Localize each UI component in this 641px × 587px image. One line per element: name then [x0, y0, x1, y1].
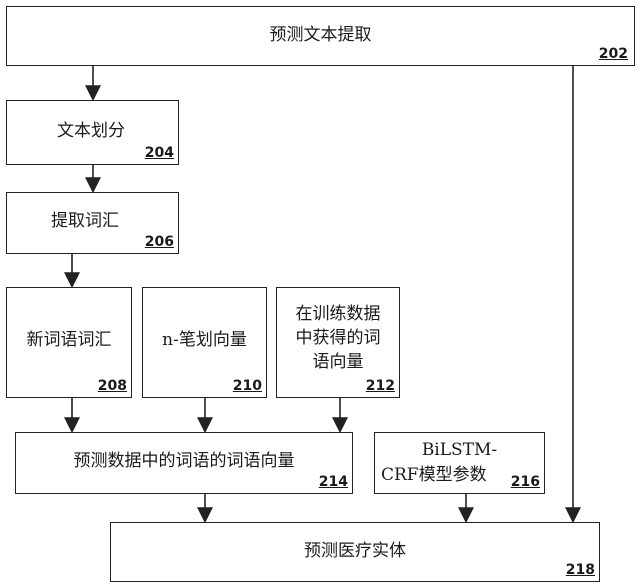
node-212-trained-word-vectors: 在训练数据 中获得的词 语向量 212: [276, 287, 400, 398]
node-208-label: 新词语词汇: [26, 330, 112, 350]
node-204-label: 文本划分: [57, 121, 125, 141]
node-216-bilstm-crf-params: BiLSTM- CRF模型参数 216: [374, 432, 545, 494]
node-210-n-stroke-vectors: n-笔划向量 210: [142, 287, 267, 398]
node-216-line-1: BiLSTM-: [421, 440, 498, 460]
node-212-ref: 212: [365, 378, 395, 394]
node-212-line-2: 中获得的词: [295, 328, 381, 348]
node-204-ref: 204: [144, 145, 174, 161]
node-214-predicted-word-vectors: 预测数据中的词语的词语向量 214: [15, 432, 353, 494]
node-216-line-2: CRF模型参数: [381, 465, 487, 485]
node-212-line-1: 在训练数据: [295, 304, 381, 324]
node-206-ref: 206: [144, 234, 174, 250]
node-202-ref: 202: [598, 46, 628, 62]
node-208-new-word-vocabulary: 新词语词汇 208: [6, 287, 132, 398]
node-210-label: n-笔划向量: [162, 330, 247, 350]
node-204-text-segmentation: 文本划分 204: [6, 100, 179, 165]
node-208-ref: 208: [97, 378, 127, 394]
node-202-label: 预测文本提取: [269, 25, 372, 45]
node-206-label: 提取词汇: [51, 211, 119, 231]
node-214-ref: 214: [318, 474, 348, 490]
node-218-label: 预测医疗实体: [304, 541, 406, 561]
node-218-ref: 218: [565, 562, 595, 578]
node-216-ref: 216: [510, 474, 540, 490]
node-206-extract-vocabulary: 提取词汇 206: [6, 192, 179, 254]
node-214-label: 预测数据中的词语的词语向量: [73, 451, 295, 471]
node-212-line-3: 语向量: [312, 352, 364, 372]
node-218-predict-medical-entities: 预测医疗实体 218: [110, 522, 600, 582]
node-210-ref: 210: [232, 378, 262, 394]
node-202-predict-text-extraction: 预测文本提取 202: [6, 6, 635, 66]
